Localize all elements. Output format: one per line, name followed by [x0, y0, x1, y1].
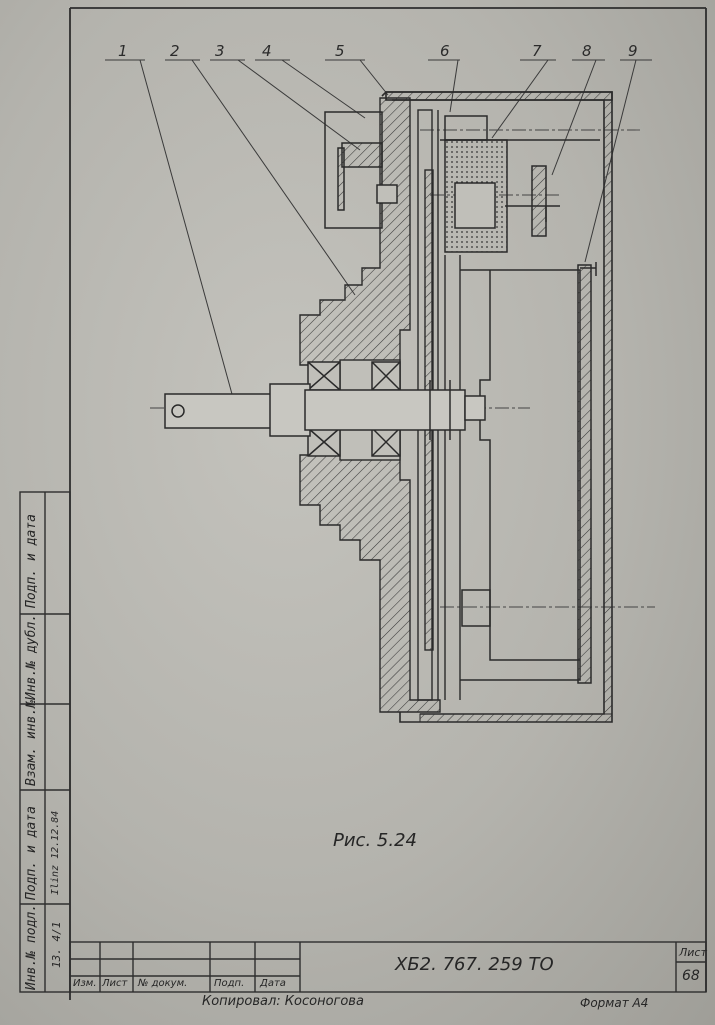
callout-6: 6 — [440, 42, 450, 60]
strip-value-signature: Ilinz 12.12.84 — [50, 810, 61, 895]
footer-copied-by: Копировал: Косоногова — [202, 994, 364, 1009]
callout-3: 3 — [215, 42, 225, 60]
outer-casing — [381, 91, 613, 723]
motor-plate — [460, 262, 597, 684]
clutch-block — [440, 115, 600, 253]
strip-field-replace-inv: Взам. инв.№ — [24, 699, 39, 786]
callout-2: 2 — [170, 42, 180, 60]
tb-header-date: Дата — [260, 978, 286, 989]
top-gear-box — [324, 111, 398, 229]
callout-8: 8 — [582, 42, 592, 60]
callout-4: 4 — [262, 42, 272, 60]
leader-lines — [105, 59, 652, 406]
figure-caption: Рис. 5.24 — [333, 830, 417, 851]
strip-field-orig-inv: Инв.№ подл. — [24, 903, 39, 990]
tb-header-change: Изм. — [73, 978, 97, 989]
title-block-frame — [69, 941, 707, 993]
callout-1: 1 — [118, 42, 128, 60]
tb-sheet-label: Лист — [679, 946, 707, 959]
tb-header-doc: № докум. — [138, 978, 188, 989]
strip-value-inv-number: 13. 4/1 — [50, 921, 63, 968]
tb-doc-number: ХБ2. 767. 259 ТО — [395, 954, 554, 975]
callout-7: 7 — [532, 42, 542, 60]
tb-sheet-number: 68 — [682, 968, 700, 984]
strip-field-dup-inv: Инв.№ дубл. — [24, 613, 39, 700]
left-strip-frame — [19, 491, 71, 993]
shaft-and-bearings — [164, 361, 486, 457]
tb-header-sign: Подп. — [214, 978, 245, 989]
strip-field-sign-date-1: Подп. и дата — [24, 514, 39, 608]
tb-header-sheet: Лист — [102, 978, 128, 989]
callout-9: 9 — [628, 42, 638, 60]
footer-format: Формат А4 — [580, 996, 649, 1010]
callout-numbers: 1 2 3 4 5 6 7 8 9 — [118, 42, 638, 60]
strip-field-sign-date-2: Подп. и дата — [24, 806, 39, 900]
callout-5: 5 — [335, 42, 345, 60]
